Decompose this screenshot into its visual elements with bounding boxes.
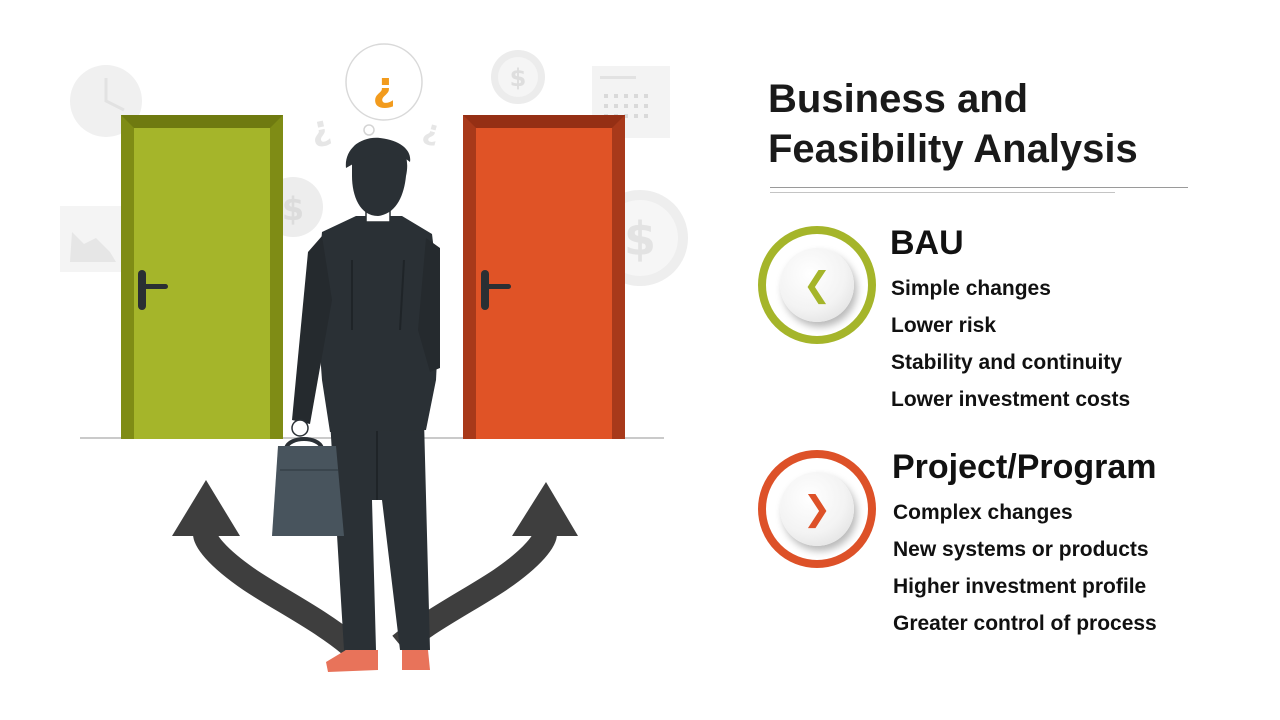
project-ring: ❯ bbox=[758, 450, 876, 568]
project-program-heading: Project/Program bbox=[892, 448, 1157, 486]
arrow-right-head bbox=[512, 482, 578, 536]
list-item: Higher investment profile bbox=[893, 575, 1147, 598]
chevron-left-icon: ❮ bbox=[780, 248, 854, 322]
decision-illustration: $ $ $ bbox=[60, 43, 688, 672]
bau-section: ❮ BAU Simple changes Lower risk Stabilit… bbox=[758, 224, 1258, 411]
chevron-right-icon: ❯ bbox=[780, 472, 854, 546]
arrow-left-head bbox=[172, 480, 240, 536]
list-item: Lower investment costs bbox=[891, 388, 1131, 411]
svg-text:$: $ bbox=[624, 212, 656, 266]
businessman bbox=[272, 137, 440, 672]
list-item: New systems or products bbox=[893, 538, 1149, 561]
list-item: Stability and continuity bbox=[891, 351, 1123, 374]
left-door bbox=[121, 115, 283, 439]
briefcase bbox=[272, 437, 344, 536]
list-item: Complex changes bbox=[893, 501, 1073, 524]
thought-bubble: ¿ bbox=[345, 43, 423, 136]
question-mark-icon: ¿ bbox=[420, 112, 444, 148]
dollar-coin-icon: $ bbox=[491, 50, 545, 104]
right-door bbox=[463, 115, 625, 439]
left-shoe bbox=[326, 650, 378, 672]
arrow-left bbox=[193, 531, 358, 655]
chart-card-icon bbox=[60, 206, 122, 272]
title-underline-secondary bbox=[770, 192, 1115, 193]
title-line-1: Business and bbox=[768, 77, 1029, 121]
title-underline bbox=[770, 187, 1188, 188]
list-item: Simple changes bbox=[891, 277, 1051, 300]
project-program-list: Complex changes New systems or products … bbox=[893, 494, 1157, 642]
list-item: Greater control of process bbox=[893, 612, 1157, 635]
door-handle-icon bbox=[481, 270, 511, 310]
svg-text:$: $ bbox=[510, 64, 527, 92]
bau-ring: ❮ bbox=[758, 226, 876, 344]
bau-list: Simple changes Lower risk Stability and … bbox=[891, 270, 1130, 418]
bau-heading: BAU bbox=[890, 224, 964, 262]
right-shoe bbox=[402, 650, 430, 670]
list-item: Lower risk bbox=[891, 314, 997, 337]
project-program-section: ❯ Project/Program Complex changes New sy… bbox=[758, 448, 1258, 635]
slide-title: Business and Feasibility Analysis bbox=[768, 74, 1138, 174]
question-mark-icon: ¿ bbox=[372, 64, 395, 110]
svg-text:$: $ bbox=[282, 190, 304, 228]
title-line-2: Feasibility Analysis bbox=[768, 127, 1138, 171]
door-handle-icon bbox=[138, 270, 168, 310]
question-mark-icon: ¿ bbox=[306, 107, 334, 150]
